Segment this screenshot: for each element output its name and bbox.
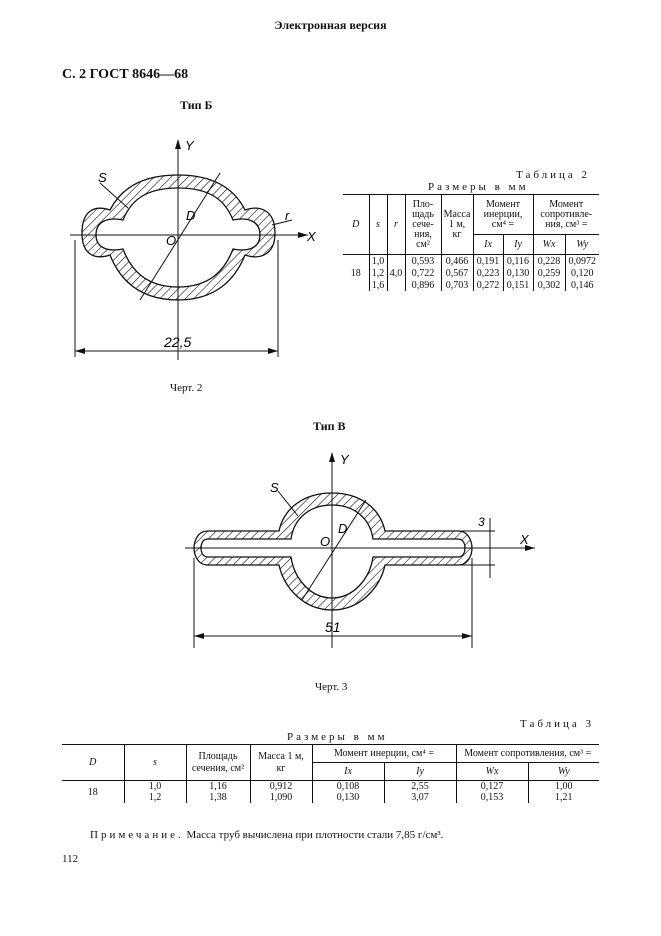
fig3-label-O: O: [320, 534, 330, 549]
fig3-label-s: S: [270, 480, 279, 495]
note-label: Примечание.: [90, 829, 184, 841]
table3-head-D: D: [62, 744, 124, 781]
table3-head-mass: Масса 1 м,кг: [249, 744, 312, 781]
document-header: С. 2 ГОСТ 8646—68: [62, 67, 189, 82]
fig2-label-D: D: [186, 208, 195, 223]
fig2-label-O: O: [166, 233, 176, 248]
fig2-drawing: S r D O Y X 22,5: [70, 138, 317, 360]
fig3-drawing: S D O Y X 3 51: [185, 452, 535, 648]
table3-head-wy: Wy: [527, 762, 599, 781]
table3-head-iy: Iy: [383, 762, 456, 781]
fig2-label-r: r: [285, 208, 290, 223]
page-number: 112: [62, 853, 79, 865]
table2-title: Таблица 2: [516, 169, 591, 181]
table3-head-ix: Ix: [311, 762, 384, 781]
fig3-label-3: 3: [478, 515, 485, 529]
table2-head-ix: Ix: [472, 234, 503, 255]
fig3-caption: Черт. 3: [315, 681, 348, 693]
table3-head-wx: Wx: [455, 762, 528, 781]
fig2-label-s: S: [98, 170, 107, 185]
fig3-label-X: X: [519, 532, 530, 547]
fig3-type-label: Тип В: [313, 419, 346, 433]
note-text: Масса труб вычислена при плотности стали…: [186, 829, 444, 841]
table2-head-s: s: [368, 194, 387, 255]
fig2-label-Y: Y: [185, 138, 195, 153]
fig3-label-D: D: [338, 521, 347, 536]
table3-subtitle: Размеры в мм: [287, 731, 388, 743]
fig2-label-X: X: [306, 229, 317, 244]
table3-head-inertia: Момент инерции, см⁴ =: [311, 744, 456, 763]
fig3-label-Y: Y: [340, 452, 350, 467]
fig2-type-label: Тип Б: [180, 98, 213, 112]
edition-label: Электронная версия: [274, 18, 387, 32]
table3-head-s: s: [123, 744, 186, 781]
table2-head-wy: Wy: [564, 234, 599, 255]
fig2-label-width: 22,5: [163, 334, 191, 350]
fig3-label-width: 51: [325, 619, 341, 635]
table2-head-D: D: [343, 194, 369, 255]
table2-head-wx: Wx: [532, 234, 565, 255]
table3-title: Таблица 3: [520, 718, 595, 730]
table3-head-resist: Момент сопротивления, см³ =: [455, 744, 599, 763]
table2-subtitle: Размеры в мм: [428, 181, 529, 193]
fig2-caption: Черт. 2: [170, 382, 203, 394]
table2-head-r: r: [386, 194, 405, 255]
table2-head-iy: Iy: [502, 234, 533, 255]
note: Примечание. Масса труб вычислена при пло…: [90, 829, 443, 841]
